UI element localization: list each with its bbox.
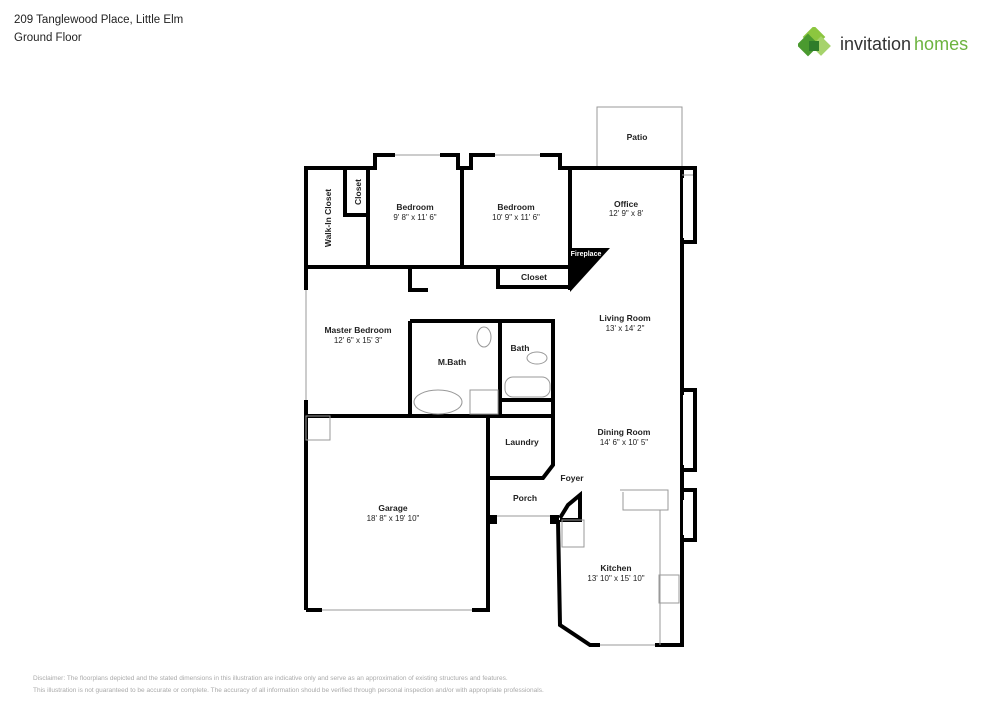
room-label-kitchen: Kitchen [600,563,631,573]
disclaimer-line-1: Disclaimer: The floorplans depicted and … [33,675,508,682]
room-dims-garage: 18' 8" x 19' 10" [367,514,420,523]
room-label-garage: Garage [378,503,408,513]
room-label-foyer: Foyer [560,473,584,483]
room-label-bath: Bath [511,343,530,353]
room-label-master-bedroom: Master Bedroom [324,325,392,335]
property-address: 209 Tanglewood Place, Little Elm [14,14,184,26]
room-label-living-room: Living Room [599,313,651,323]
room-label-porch: Porch [513,493,537,503]
room-label-bedroom-2: Bedroom [497,202,535,212]
floor-label: Ground Floor [14,32,82,44]
room-label-bedroom-1: Bedroom [396,202,434,212]
room-dims-bedroom-2: 10' 9" x 11' 6" [492,213,540,222]
room-label-closet-small: Closet [353,179,363,205]
logo-word-homes: homes [914,33,969,54]
room-label-closet: Closet [521,272,547,282]
logo-mark-icon [798,27,831,57]
room-label-office: Office [614,199,638,209]
room-label-m-bath: M.Bath [438,357,466,367]
room-dims-master-bedroom: 12' 6" x 15' 3" [334,336,382,345]
room-dims-living-room: 13' x 14' 2" [606,324,645,333]
room-label-dining-room: Dining Room [598,427,651,437]
room-dims-dining-room: 14' 6" x 10' 5" [600,438,648,447]
room-dims-kitchen: 13' 10" x 15' 10" [587,574,644,583]
room-dims-bedroom-1: 9' 8" x 11' 6" [393,213,436,222]
disclaimer-line-2: This illustration is not guaranteed to b… [33,687,544,694]
room-label-patio: Patio [627,132,648,142]
fireplace-shape [570,248,610,292]
room-label-laundry: Laundry [505,437,539,447]
room-label-fireplace: Fireplace [571,251,602,258]
room-dims-office: 12' 9" x 8' [609,209,644,218]
logo-word-invitation: invitation [840,33,912,54]
room-label-walk-in-closet: Walk-In Closet [323,189,333,247]
